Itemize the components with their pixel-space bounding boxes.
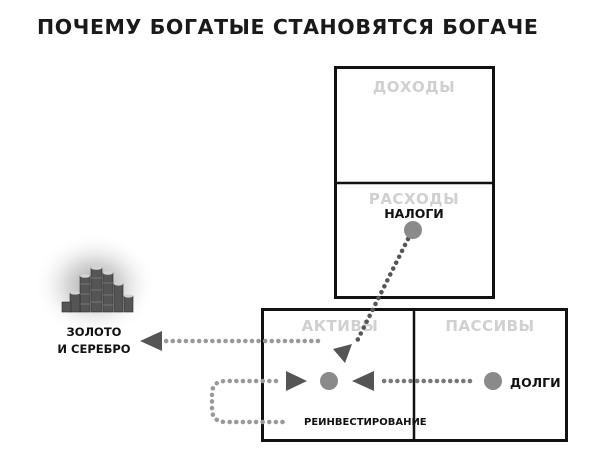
- arrow-tax-to-asset: [333, 344, 352, 363]
- flow-arrows: [140, 331, 374, 391]
- gold-silver-label-line1: ЗОЛОТО: [67, 325, 122, 339]
- liabilities-label: ПАССИВЫ: [445, 317, 534, 335]
- reinvest-label: РЕИНВЕСТИРОВАНИЕ: [304, 417, 427, 428]
- taxes-to-assets-path: [352, 236, 411, 348]
- arrow-to-gold: [140, 331, 162, 351]
- expenses-label: РАСХОДЫ: [369, 190, 459, 208]
- taxes-label: НАЛОГИ: [384, 206, 444, 221]
- arrow-debt-to-asset: [352, 371, 374, 391]
- assets-label: АКТИВЫ: [302, 317, 379, 335]
- flow-paths: [163, 236, 473, 425]
- income-label: ДОХОДЫ: [373, 78, 455, 96]
- assets-node: [320, 372, 338, 390]
- page-title: ПОЧЕМУ БОГАТЫЕ СТАНОВЯТСЯ БОГАЧЕ: [37, 15, 539, 39]
- debts-node: [484, 372, 502, 390]
- income-statement: ДОХОДЫ РАСХОДЫ НАЛОГИ: [334, 66, 495, 299]
- gold-silver-label-line2: И СЕРЕБРО: [57, 342, 130, 356]
- reinvest-loop-path: [209, 378, 288, 425]
- balance-sheet: АКТИВЫ ПАССИВЫ ДОЛГИ РЕИНВЕСТИРОВАНИЕ: [261, 308, 568, 442]
- debts-label: ДОЛГИ: [510, 375, 561, 390]
- flow-nodes: [320, 221, 502, 390]
- taxes-node: [404, 221, 422, 239]
- arrow-reinvest-to-asset: [286, 371, 307, 391]
- coin-stacks-icon: [33, 233, 157, 337]
